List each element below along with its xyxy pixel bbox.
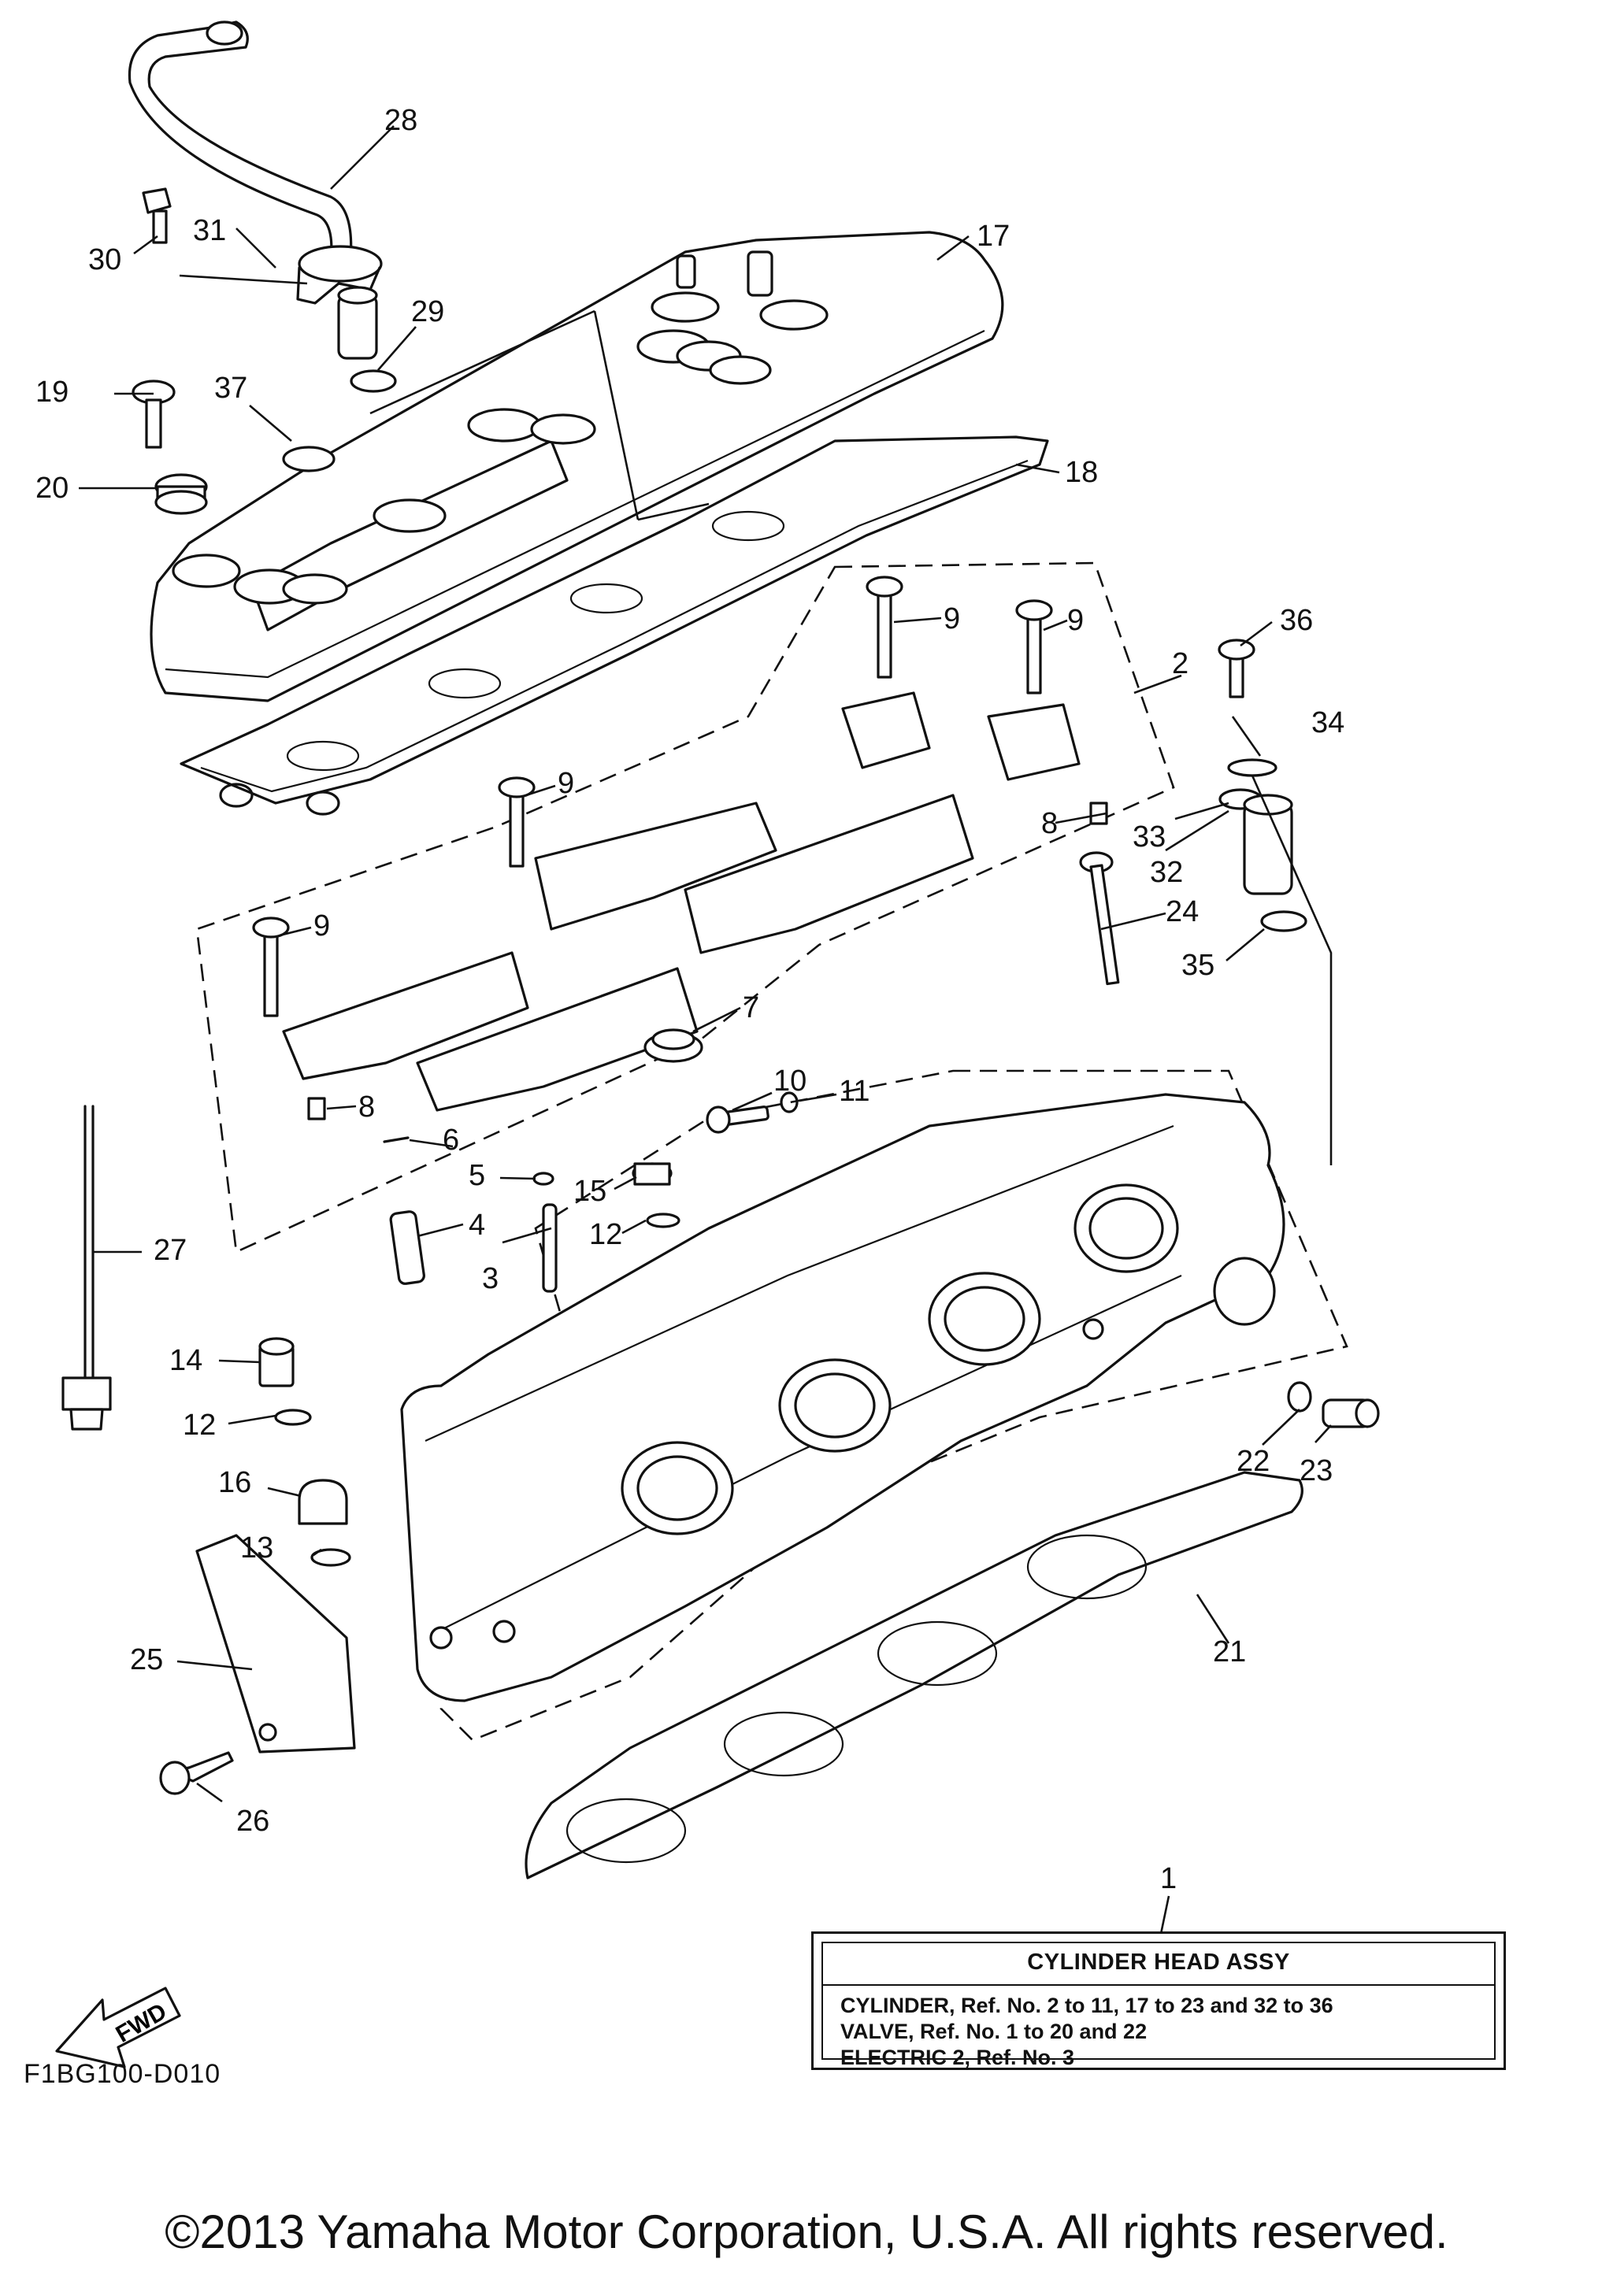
callout-2: 2 <box>1172 647 1188 680</box>
nut-15 <box>632 1162 680 1228</box>
leader-lines <box>79 125 1332 1950</box>
callout-7: 7 <box>743 991 759 1024</box>
bolt-10 <box>706 1091 799 1134</box>
head-group-outline <box>439 1069 1348 1742</box>
callout-8b: 8 <box>358 1091 375 1124</box>
callout-12a: 12 <box>589 1218 622 1251</box>
callout-19: 19 <box>35 376 69 409</box>
cap-bolts-9 <box>252 576 1053 1017</box>
grommet-20 <box>154 473 208 515</box>
cover-bolt-19 <box>132 380 176 449</box>
callout-6: 6 <box>443 1124 459 1157</box>
callout-3: 3 <box>482 1262 499 1295</box>
fwd-arrow-icon: FWD <box>55 1987 181 2068</box>
o-ring-29 <box>350 369 397 393</box>
cam-caps <box>282 691 1108 1120</box>
breather-hose <box>128 20 353 261</box>
info-box-title: CYLINDER HEAD ASSY <box>1027 1950 1290 1975</box>
callout-23: 23 <box>1300 1454 1333 1487</box>
diagram-code: F1BG100-D010 <box>24 2059 221 2089</box>
plug-37 <box>282 446 336 472</box>
callout-12b: 12 <box>183 1409 216 1442</box>
callout-9d: 9 <box>313 909 330 942</box>
callout-9b: 9 <box>1067 604 1084 637</box>
hose-fitting <box>296 245 383 360</box>
callout-17: 17 <box>977 220 1010 253</box>
callout-21: 21 <box>1213 1635 1246 1668</box>
callout-35: 35 <box>1181 949 1214 982</box>
callout-13: 13 <box>240 1531 273 1565</box>
info-box-frame: CYLINDER HEAD ASSY CYLINDER, Ref. No. 2 … <box>821 1942 1496 2069</box>
drain-plug <box>1287 1381 1380 1428</box>
info-line-electric: ELECTRIC 2, Ref. No. 3 <box>840 2046 1075 2069</box>
callout-34: 34 <box>1311 706 1344 739</box>
stud-bolt-24 <box>1079 851 1120 986</box>
cover-gasket <box>180 435 1049 816</box>
callout-31: 31 <box>193 214 226 247</box>
callout-1: 1 <box>1160 1862 1177 1895</box>
cam-cap-group-outline <box>195 561 1175 1254</box>
filter-group <box>1218 639 1333 1165</box>
callout-numbers: 1 2 3 4 5 6 7 8 8 9 9 9 9 10 11 12 12 13… <box>35 104 1344 1895</box>
head-gasket <box>525 1471 1303 1879</box>
callout-25: 25 <box>130 1643 163 1676</box>
bracket-25 <box>159 1534 356 1795</box>
bolt-30 <box>142 187 172 244</box>
info-box-divider <box>823 1984 1494 1986</box>
callout-32: 32 <box>1150 856 1183 889</box>
copyright-notice: ©2013 Yamaha Motor Corporation, U.S.A. A… <box>165 2205 1448 2258</box>
cable-tie-27 <box>61 1105 112 1431</box>
cylinder-head-cover <box>150 231 1004 702</box>
callout-22: 22 <box>1237 1445 1270 1478</box>
callout-11: 11 <box>839 1075 870 1108</box>
callout-36: 36 <box>1280 604 1313 637</box>
side-nuts <box>258 1337 351 1567</box>
callout-4: 4 <box>469 1209 485 1242</box>
callout-27: 27 <box>154 1234 187 1267</box>
callout-20: 20 <box>35 472 69 505</box>
callout-9c: 9 <box>558 767 574 800</box>
callout-14: 14 <box>169 1344 202 1377</box>
callout-18: 18 <box>1065 456 1098 489</box>
plug-7 <box>643 1028 703 1063</box>
cylinder-head <box>400 1093 1285 1702</box>
callout-33: 33 <box>1133 820 1166 854</box>
callout-26: 26 <box>236 1805 269 1838</box>
callout-29: 29 <box>411 295 444 328</box>
callout-9a: 9 <box>944 602 960 635</box>
callout-16: 16 <box>218 1466 251 1499</box>
callout-37: 37 <box>214 372 247 405</box>
valve-parts <box>383 1136 558 1293</box>
callout-15: 15 <box>573 1175 606 1208</box>
callout-28: 28 <box>384 104 417 137</box>
assembly-info-box: CYLINDER HEAD ASSY CYLINDER, Ref. No. 2 … <box>811 1931 1506 2070</box>
callout-5: 5 <box>469 1159 485 1192</box>
callout-10: 10 <box>773 1065 806 1098</box>
callout-30: 30 <box>88 243 121 276</box>
dowel-8b <box>307 1097 326 1120</box>
info-line-cylinder: CYLINDER, Ref. No. 2 to 11, 17 to 23 and… <box>840 1994 1333 2017</box>
cover-bracket-lines <box>369 309 710 521</box>
callout-8a: 8 <box>1041 807 1058 840</box>
info-line-valve: VALVE, Ref. No. 1 to 20 and 22 <box>840 2020 1148 2043</box>
callout-24: 24 <box>1166 895 1199 928</box>
